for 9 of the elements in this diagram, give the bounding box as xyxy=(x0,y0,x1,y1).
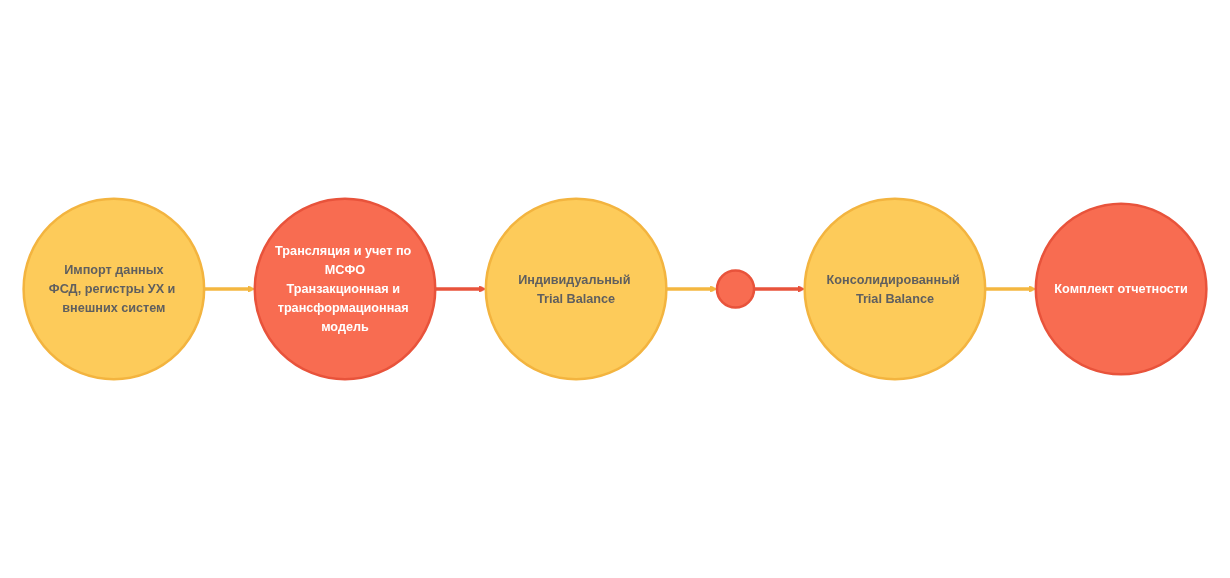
arrow xyxy=(435,285,487,293)
arrow xyxy=(666,285,718,293)
node-circle: Трансляция и учет по МСФО Транзакционная и трансформационная модель xyxy=(253,197,437,381)
node-circle: Консолидированный Trial Balance xyxy=(803,197,987,381)
node-circle xyxy=(715,269,756,309)
node-circle: Комплект отчетности xyxy=(1034,202,1208,376)
node-circle: Импорт данных ФСД, регистры УХ и внешних систем xyxy=(22,197,206,381)
arrow xyxy=(754,285,805,293)
node-circle: Индивидуальный Trial Balance xyxy=(484,197,668,381)
